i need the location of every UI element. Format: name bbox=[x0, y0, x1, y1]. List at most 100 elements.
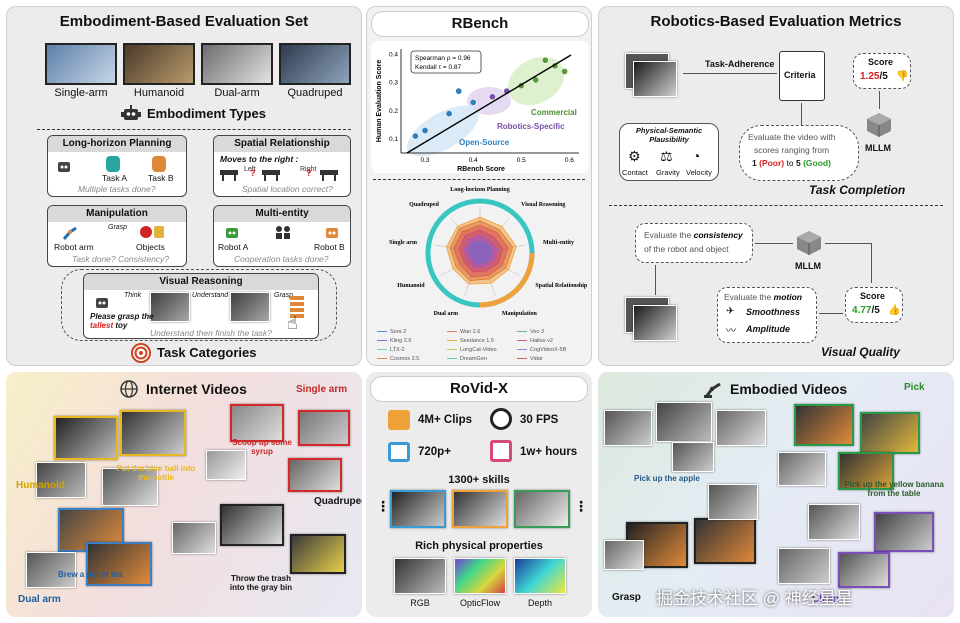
thumbs-up-icon: 👍 bbox=[888, 305, 901, 316]
screen-icon bbox=[388, 442, 410, 462]
score-1-box: Score 1.25/5 👎 bbox=[853, 53, 911, 89]
grasp-video-2 bbox=[694, 518, 756, 564]
rbench-divider bbox=[373, 179, 585, 180]
correlation-box bbox=[410, 50, 482, 74]
dual-arm-tag: Dual arm bbox=[18, 594, 61, 605]
eval-text-line-1: Evaluate the video with bbox=[748, 132, 836, 142]
score-2-denominator: /5 bbox=[871, 305, 880, 316]
robot-arm-icon bbox=[704, 380, 724, 398]
robot-a-label: Robot A bbox=[218, 242, 249, 252]
single-arm-thumbnail bbox=[45, 43, 117, 85]
pick-banana-caption: Pick up the yellow banana from the table bbox=[844, 480, 944, 498]
scatter-point bbox=[488, 93, 496, 101]
optic-flow-label: OpticFlow bbox=[459, 598, 500, 608]
pick-tag: Pick bbox=[904, 382, 925, 393]
spatial-left-label: Left bbox=[244, 166, 256, 173]
kendall-label: Kendall τ = 0.87 bbox=[415, 64, 462, 71]
long-horizon-question: Multiple tasks done? bbox=[78, 184, 156, 194]
section-divider bbox=[37, 129, 351, 130]
reasoning-frame-2 bbox=[230, 292, 270, 322]
clean-video-4 bbox=[838, 552, 890, 588]
legend-swatch bbox=[447, 339, 457, 342]
legend-swatch bbox=[377, 339, 387, 342]
robot-icon bbox=[94, 294, 110, 310]
score-1-value: 1.25/5 bbox=[860, 71, 888, 82]
skills-label: 1300+ skills bbox=[448, 474, 510, 486]
ball-caption: Put the blue ball into the bottle bbox=[116, 464, 196, 482]
skill-frame-3 bbox=[514, 490, 570, 528]
grasp-video-3 bbox=[604, 540, 644, 570]
skill-frame-2 bbox=[452, 490, 508, 528]
multi-entity-title: Multi-entity bbox=[214, 206, 350, 222]
x-tick-label: 0.5 bbox=[517, 157, 526, 164]
film-icon bbox=[388, 410, 410, 430]
legend-swatch bbox=[377, 348, 387, 351]
legend-item: Wan 2.6 bbox=[447, 327, 517, 336]
commercial-label: Commercial bbox=[531, 108, 577, 117]
reasoning-frame-1 bbox=[150, 292, 190, 322]
clean-video-2 bbox=[808, 504, 860, 540]
instruction-highlight: tallest bbox=[90, 321, 114, 330]
clock-icon bbox=[490, 408, 512, 430]
quadruped-video-3 bbox=[172, 522, 216, 554]
single-arm-video-3 bbox=[288, 458, 342, 492]
legend-swatch bbox=[377, 330, 387, 333]
task-b-label: Task B bbox=[148, 173, 174, 183]
physical-properties-label: Rich physical properties bbox=[415, 540, 543, 552]
x-axis-title: RBench Score bbox=[457, 166, 505, 173]
quadruped-thumbnail bbox=[279, 43, 351, 85]
tea-caption: Brew a pot of tea bbox=[58, 570, 123, 579]
trend-line bbox=[406, 54, 572, 154]
visual-quality-label: Visual Quality bbox=[821, 345, 900, 359]
multi-entity-box: Multi-entity Robot A Robot B Cooperation… bbox=[213, 205, 351, 267]
quadruped-icons: ?? bbox=[220, 168, 346, 187]
legend-item: DreamGen bbox=[447, 354, 517, 363]
legend-swatch bbox=[517, 357, 527, 360]
visual-reasoning-outline bbox=[61, 269, 337, 341]
gravity-icon: ⚖ bbox=[660, 148, 673, 164]
video-stack-front bbox=[633, 61, 677, 97]
legend-label: Seedance 1.5 bbox=[460, 337, 494, 344]
consistency-box: Evaluate the consistency of the robot an… bbox=[635, 223, 753, 263]
clean-video-1 bbox=[874, 512, 934, 552]
consistency-highlight: consistency bbox=[693, 230, 743, 240]
think-label: Think bbox=[124, 292, 142, 299]
velocity-label: Velocity bbox=[686, 168, 712, 177]
apple-video-2 bbox=[656, 402, 712, 442]
legend-item: Hailuo v2 bbox=[517, 336, 587, 345]
mllm-2-label: MLLM bbox=[795, 261, 821, 271]
radar-axis-label: Quadruped bbox=[409, 202, 439, 208]
open-source-label: Open-Source bbox=[459, 138, 510, 147]
visual-reasoning-title: Visual Reasoning bbox=[84, 274, 318, 290]
globe-icon bbox=[120, 380, 138, 398]
depth-label: Depth bbox=[527, 598, 553, 608]
fps-stat: 30 FPS bbox=[520, 414, 559, 426]
task-completion-label: Task Completion bbox=[809, 183, 906, 197]
multi-entity-question: Cooperation tasks done? bbox=[234, 254, 329, 264]
grasp-tag: Grasp bbox=[612, 592, 641, 603]
depth-frame bbox=[514, 558, 566, 594]
consistency-prefix: Evaluate the bbox=[644, 230, 692, 240]
toy-stack-icon bbox=[290, 296, 304, 318]
spatial-title: Spatial Relationship bbox=[214, 136, 350, 152]
mllm-1-label: MLLM bbox=[865, 143, 891, 153]
legend-item: LTX-2 bbox=[377, 345, 447, 354]
single-arm-tag: Single arm bbox=[296, 384, 348, 395]
plausibility-box: Physical-Semantic Plausibility ⚙ ⚖ ◔ Con… bbox=[619, 123, 719, 181]
criteria-label: Criteria bbox=[784, 70, 816, 80]
objects-label: Objects bbox=[136, 242, 165, 252]
dual-arm-video-2 bbox=[86, 542, 152, 586]
scatter-point bbox=[469, 98, 477, 106]
humanoid-thumbnail bbox=[123, 43, 195, 85]
arrow-motion-to-score bbox=[819, 313, 843, 314]
legend-label: LongCat-Video bbox=[460, 346, 497, 353]
legend-label: Sora 2 bbox=[390, 328, 407, 335]
optic-flow-frame bbox=[454, 558, 506, 594]
legend-swatch bbox=[517, 348, 527, 351]
embodiment-panel-title: Embodiment-Based Evaluation Set bbox=[59, 13, 309, 30]
amplitude-icon: 〰 bbox=[726, 326, 736, 337]
humanoid-video-4 bbox=[102, 468, 158, 506]
